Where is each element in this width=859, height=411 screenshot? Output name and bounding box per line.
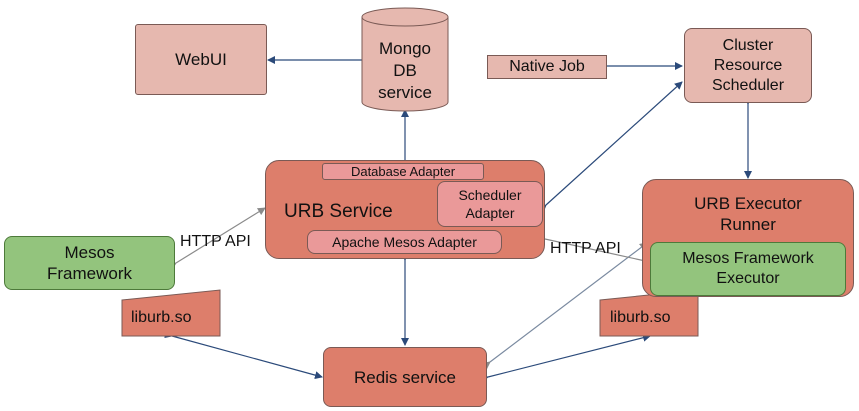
redis-service-label: Redis service: [353, 367, 457, 387]
scheduler-adapter-box: Scheduler Adapter: [437, 181, 543, 227]
http-api-left-arrow: [167, 207, 266, 271]
mongo-db-label: Mongo DB service: [378, 39, 432, 102]
liburb-left-redis-arrow: [164, 330, 323, 380]
scheduler-adapter-label: Scheduler Adapter: [458, 187, 522, 221]
liburb-left-shape: [121, 289, 221, 337]
redis-service-box: Redis service: [323, 347, 487, 407]
native-job-box: Native Job: [487, 55, 607, 79]
mongo-db-cylinder: [361, 7, 449, 112]
webui-label: WebUI: [175, 50, 227, 69]
redis-liburb-right-arrow: [480, 333, 651, 383]
mesos-framework-executor-box: Mesos Framework Executor: [650, 242, 846, 296]
urb-executor-runner-label: URB Executor Runner: [694, 194, 802, 234]
database-adapter-box: Database Adapter: [322, 163, 484, 180]
urb-service-label: URB Service: [284, 201, 393, 222]
cluster-scheduler-box: Cluster Resource Scheduler: [684, 28, 812, 103]
database-adapter-label: Database Adapter: [350, 163, 456, 179]
http-api-left-label: HTTP API: [180, 233, 251, 250]
mesos-framework-label: Mesos Framework: [46, 243, 132, 283]
http-api-right-label: HTTP API: [550, 240, 621, 257]
webui-box: WebUI: [135, 24, 267, 95]
mesos-framework-box: Mesos Framework: [4, 236, 175, 290]
native-job-label: Native Job: [509, 58, 585, 75]
liburb-left-label: liburb.so: [131, 309, 192, 326]
mesos-framework-executor-label: Mesos Framework Executor: [682, 250, 814, 287]
http-api-right-arrow: [537, 233, 651, 265]
cluster-scheduler-label: Cluster Resource Scheduler: [711, 36, 785, 94]
apache-mesos-adapter-box: Apache Mesos Adapter: [307, 230, 502, 254]
apache-mesos-adapter-label: Apache Mesos Adapter: [332, 234, 477, 250]
liburb-right-label: liburb.so: [610, 309, 671, 326]
adapter-scheduler-arrow: [538, 81, 683, 213]
